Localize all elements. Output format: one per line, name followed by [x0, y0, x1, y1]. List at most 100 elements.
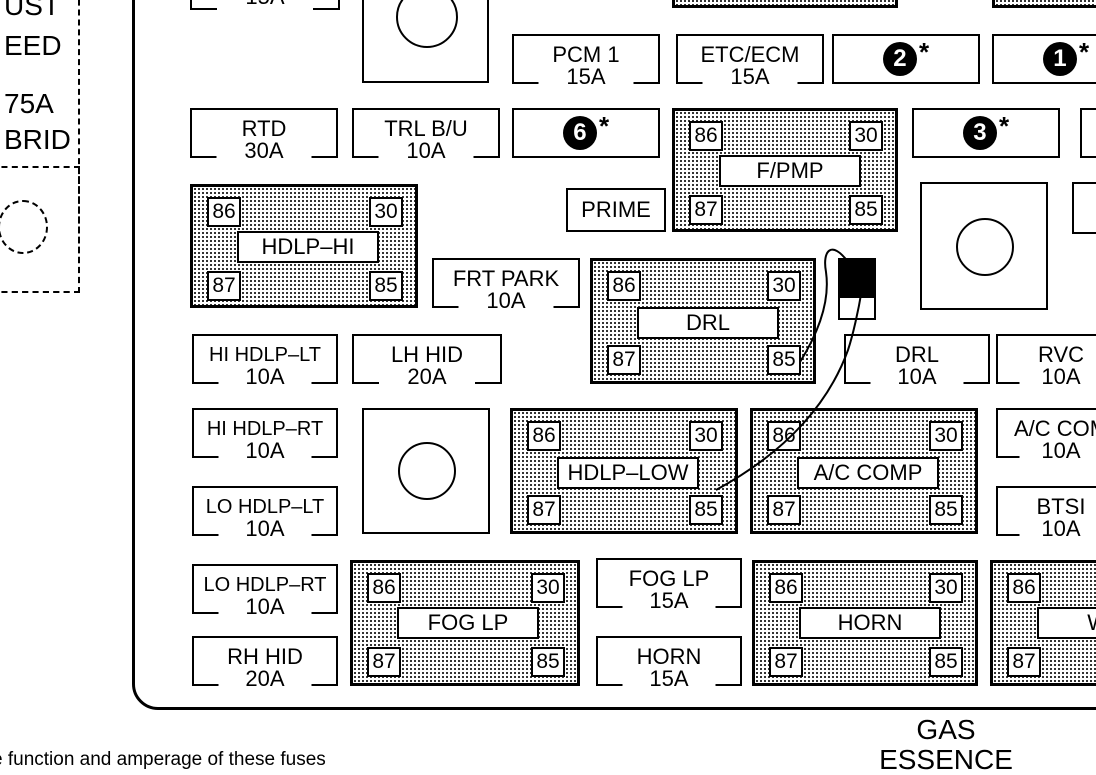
pin-86: 86: [767, 421, 801, 451]
fuse-name: HORN: [636, 644, 702, 669]
pin-30: 30: [929, 421, 963, 451]
pin-30: 30: [849, 121, 883, 151]
relay-label: HORN: [799, 607, 941, 639]
fuse-lo-hdlp-lt[interactable]: LO HDLP–LT 10A: [192, 486, 338, 540]
pin-87: 87: [527, 495, 561, 525]
pin-85: 85: [531, 647, 565, 677]
fuse-amp: 15A: [241, 0, 289, 8]
fuse-block-outline: [132, 0, 1096, 710]
relay-fog-lp[interactable]: 86 30 87 85 FOG LP: [350, 560, 580, 686]
partial-fuse-right-2: [1072, 182, 1096, 234]
fuse-hi-hdlp-lt[interactable]: HI HDLP–LT 10A: [192, 334, 338, 388]
fuse-numbered-2[interactable]: 2*: [832, 34, 980, 84]
relay-top-right-partial: [992, 0, 1096, 8]
fuse-name: TRL B/U: [384, 116, 468, 141]
pin-85: 85: [689, 495, 723, 525]
fuse-drl[interactable]: DRL 10A: [844, 334, 990, 388]
fuse-name: RVC: [1037, 342, 1085, 367]
fuse-pcm1[interactable]: PCM 1 15A: [512, 34, 660, 88]
essence-label: ESSENCE: [879, 744, 1013, 775]
fuse-name: FRT PARK: [452, 266, 560, 291]
left-panel-text-2: EED: [4, 30, 62, 61]
socket-hole: [396, 0, 458, 48]
pin-86: 86: [367, 573, 401, 603]
asterisk: *: [598, 110, 610, 141]
relay-label: DRL: [637, 307, 779, 339]
fuse-etc-ecm[interactable]: ETC/ECM 15A: [676, 34, 824, 88]
relay-socket-middle: [362, 408, 490, 534]
left-panel-text-1: UST: [4, 0, 60, 21]
relay-ws[interactable]: 86 87 W/S: [990, 560, 1096, 686]
pin-30: 30: [531, 573, 565, 603]
fuse-name: HI HDLP–RT: [206, 418, 324, 440]
fuse-lo-hdlp-rt[interactable]: LO HDLP–RT 10A: [192, 564, 338, 618]
fuse-lh-hid[interactable]: LH HID 20A: [352, 334, 502, 388]
pin-85: 85: [849, 195, 883, 225]
pin-86: 86: [207, 197, 241, 227]
number-badge: 3: [962, 116, 997, 150]
fuse-name: A/C COM: [1013, 416, 1096, 441]
pin-85: 85: [929, 647, 963, 677]
fuse-name: RH HID: [227, 644, 303, 669]
pin-87: 87: [207, 271, 241, 301]
fuse-horn[interactable]: HORN 15A: [596, 636, 742, 690]
pin-87: 87: [367, 647, 401, 677]
left-panel-text-4: BRID: [4, 124, 71, 155]
number-badge: 2: [882, 42, 917, 76]
dashed-circle: [0, 200, 48, 254]
fuse-ac-com[interactable]: A/C COM 10A: [996, 408, 1096, 462]
pin-30: 30: [689, 421, 723, 451]
relay-top-partial: [672, 0, 898, 8]
fuse-fog-lp[interactable]: FOG LP 15A: [596, 558, 742, 612]
relay-socket-right: [920, 182, 1048, 310]
pin-85: 85: [369, 271, 403, 301]
asterisk: *: [918, 36, 930, 67]
left-panel-text-3: 75A: [4, 88, 54, 119]
fuse-rh-hid[interactable]: RH HID 20A: [192, 636, 338, 690]
pin-87: 87: [769, 647, 803, 677]
relay-socket-top: [362, 0, 489, 83]
fuse-hi-hdlp-rt[interactable]: HI HDLP–RT 10A: [192, 408, 338, 462]
asterisk: *: [998, 110, 1010, 141]
relay-f-pmp[interactable]: 86 30 87 85 F/PMP: [672, 108, 898, 232]
socket-hole: [956, 218, 1014, 276]
partial-fuse-right: [1080, 108, 1096, 158]
fuse-numbered-3[interactable]: 3*: [912, 108, 1060, 158]
socket-hole: [398, 442, 456, 500]
relay-label: F/PMP: [719, 155, 861, 187]
fuse-top-left[interactable]: 15A: [190, 0, 340, 10]
pin-30: 30: [767, 271, 801, 301]
fuse-name: RTD: [241, 116, 287, 141]
jumper-fuse[interactable]: [838, 258, 876, 320]
gas-label: GAS: [916, 714, 976, 745]
fuse-name: HI HDLP–LT: [209, 344, 321, 366]
number-badge: 1: [1042, 42, 1077, 76]
relay-drl[interactable]: 86 30 87 85 DRL: [590, 258, 816, 384]
wire-to-drl-85: [799, 248, 849, 363]
fuse-rtd[interactable]: RTD 30A: [190, 108, 338, 162]
pin-86: 86: [769, 573, 803, 603]
relay-hdlp-hi[interactable]: 86 30 87 85 HDLP–HI: [190, 184, 418, 308]
fuse-btsi[interactable]: BTSI 10A: [996, 486, 1096, 540]
relay-label: FOG LP: [397, 607, 539, 639]
footnote: e function and amperage of these fuses: [0, 749, 326, 770]
fuse-name: ETC/ECM: [700, 42, 800, 67]
fuse-name: PCM 1: [552, 42, 620, 67]
fuse-trl-bu[interactable]: TRL B/U 10A: [352, 108, 500, 162]
relay-horn[interactable]: 86 30 87 85 HORN: [752, 560, 978, 686]
fuse-numbered-6[interactable]: 6*: [512, 108, 660, 158]
fuse-rvc[interactable]: RVC 10A: [996, 334, 1096, 388]
fuse-frt-park[interactable]: FRT PARK 10A: [432, 258, 580, 312]
relay-hdlp-low[interactable]: 86 30 87 85 HDLP–LOW: [510, 408, 738, 534]
pin-86: 86: [607, 271, 641, 301]
pin-30: 30: [369, 197, 403, 227]
jumper-fuse-body: [840, 260, 874, 298]
prime-connector[interactable]: PRIME: [566, 188, 666, 232]
pin-87: 87: [607, 345, 641, 375]
fuse-numbered-1[interactable]: 1*: [992, 34, 1096, 84]
pin-86: 86: [1007, 573, 1041, 603]
fuse-name: BTSI: [1036, 494, 1086, 519]
relay-ac-comp[interactable]: 86 30 87 85 A/C COMP: [750, 408, 978, 534]
number-badge: 6: [562, 116, 597, 150]
asterisk: *: [1078, 36, 1090, 67]
